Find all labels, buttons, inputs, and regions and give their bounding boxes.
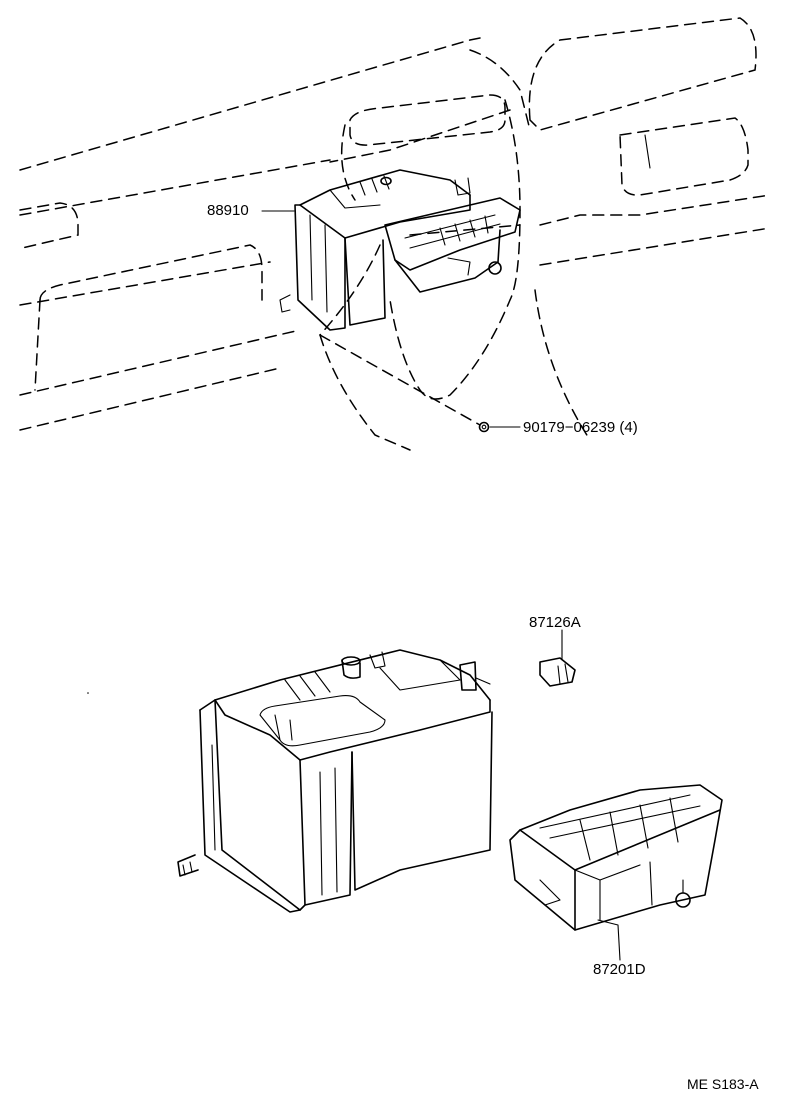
glove-box-installed: [279, 169, 521, 331]
screw-90179: [478, 421, 521, 433]
label-88910: 88910: [207, 202, 249, 219]
speck: [87, 692, 89, 694]
label-90179: 90179−06239 (4): [523, 420, 638, 435]
label-87126a: 87126A: [529, 614, 581, 631]
label-90179-number: 90179−06239: [523, 419, 616, 436]
clip-87126a: [539, 629, 576, 687]
label-90179-qty: (4): [619, 419, 638, 436]
dashboard-outline: [19, 17, 771, 451]
glove-box-body: [177, 649, 493, 913]
glove-box-door: [509, 784, 723, 961]
diagram-code: ME S183-A: [687, 1076, 759, 1092]
label-87201d: 87201D: [593, 961, 646, 978]
